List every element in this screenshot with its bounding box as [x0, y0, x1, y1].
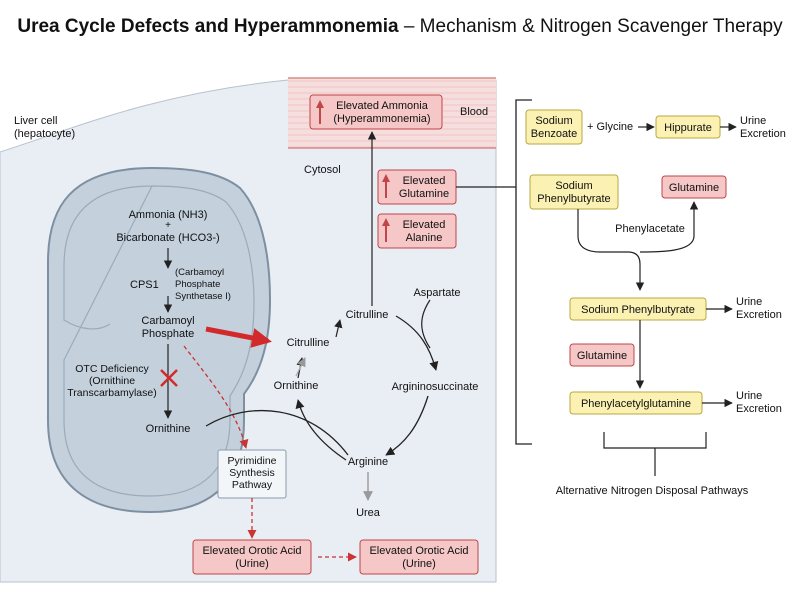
carbamoyl-to-citrulline-arrow: [205, 326, 272, 348]
glutamine-box-1: Glutamine: [661, 175, 727, 199]
sodium-phenylbutyrate-box-2: Sodium Phenylbutyrate: [569, 297, 707, 321]
page-title: Urea Cycle Defects and Hyperammonemia – …: [0, 16, 800, 38]
arginine-label: Arginine: [348, 456, 388, 468]
svg-text:Elevated Orotic Acid(Urine): Elevated Orotic Acid(Urine): [369, 545, 468, 570]
aspartate-label: Aspartate: [413, 287, 460, 299]
phenylacetylglutamine-box: Phenylacetylglutamine: [569, 391, 703, 415]
ornithine-cycle-label: Ornithine: [274, 380, 319, 392]
pyrimidine-dashed-arrow: [183, 345, 249, 449]
phenylacetate-label: Phenylacetate: [615, 223, 685, 235]
title-sub: – Mechanism & Nitrogen Scavenger Therapy: [398, 16, 783, 37]
bicarbonate-label: Bicarbonate (HCO3-): [116, 232, 219, 244]
svg-text:Hippurate: Hippurate: [664, 122, 712, 134]
svg-text:Sodium Phenylbutyrate: Sodium Phenylbutyrate: [581, 304, 695, 316]
bottom-bracket: [603, 432, 707, 476]
glutamine-box-2: Glutamine: [569, 343, 635, 367]
blood-label: Blood: [460, 106, 488, 118]
ammonia-label: Ammonia (NH3): [129, 209, 208, 221]
alt-pathways-label: Alternative Nitrogen Disposal Pathways: [556, 485, 749, 497]
glycine-label: + Glycine: [587, 121, 633, 133]
urea-label: Urea: [356, 507, 381, 519]
mitochondrion-inner: [63, 185, 255, 497]
svg-text:Phenylacetylglutamine: Phenylacetylglutamine: [581, 398, 691, 410]
citrulline-left-label: Citrulline: [287, 337, 330, 349]
hippurate-box: Hippurate: [655, 115, 721, 139]
orotic-acid-box-2: Elevated Orotic Acid(Urine): [359, 539, 479, 575]
therapy-bracket: [515, 99, 532, 445]
title-main: Urea Cycle Defects and Hyperammonemia: [17, 16, 399, 37]
citrulline-top-label: Citrulline: [346, 309, 389, 321]
svg-text:Elevated Ammonia(Hyperammonemi: Elevated Ammonia(Hyperammonemia): [333, 100, 430, 125]
plus-label: +: [165, 220, 171, 231]
argininosuccinate-label: Argininosuccinate: [392, 381, 479, 393]
cytosol-label: Cytosol: [304, 164, 341, 176]
ornithine-mito-label: Ornithine: [146, 423, 191, 435]
cps1-label: CPS1: [130, 279, 159, 291]
orotic-acid-box-1: Elevated Orotic Acid(Urine): [192, 539, 312, 575]
svg-text:Glutamine: Glutamine: [577, 350, 627, 362]
block-x-icon: [160, 369, 178, 387]
liver-cell-label: Liver cell(hepatocyte): [14, 115, 75, 140]
svg-text:Glutamine: Glutamine: [669, 182, 719, 194]
svg-text:Elevated Orotic Acid(Urine): Elevated Orotic Acid(Urine): [202, 545, 301, 570]
elevated-ammonia-box: Elevated Ammonia(Hyperammonemia): [309, 94, 443, 130]
